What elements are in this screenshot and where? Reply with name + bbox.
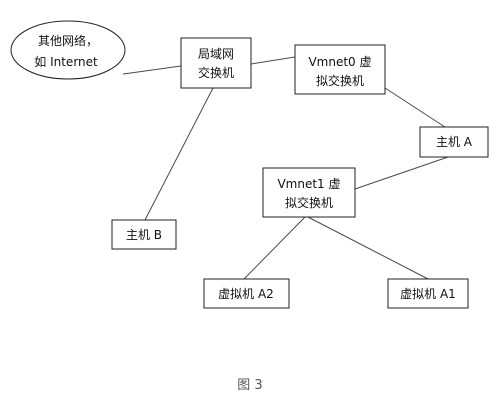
vm-a2-label: 虚拟机 A2 bbox=[218, 287, 274, 301]
host-b-node: 主机 B bbox=[111, 219, 177, 250]
vmnet0-switch-node: Vmnet0 虚 拟交换机 bbox=[294, 44, 386, 95]
lan-switch-node: 局域网 交换机 bbox=[180, 37, 252, 89]
figure-caption: 图 3 bbox=[237, 378, 263, 393]
edge-vmnet1-vm-a1 bbox=[305, 215, 429, 280]
edge-vmnet1-vm-a2 bbox=[243, 215, 307, 280]
vmnet0-switch-label-line2: 拟交换机 bbox=[316, 73, 364, 88]
edge-host-a-vmnet1 bbox=[354, 156, 449, 190]
other-networks-label-line1: 其他网络， bbox=[38, 33, 98, 48]
edge-lan-switch-vmnet0 bbox=[250, 56, 296, 65]
host-a-label: 主机 A bbox=[436, 135, 473, 149]
vm-a1-label: 虚拟机 A1 bbox=[400, 287, 456, 301]
lan-switch-label-line1: 局域网 bbox=[198, 47, 234, 61]
vm-a2-node: 虚拟机 A2 bbox=[203, 278, 290, 309]
host-a-node: 主机 A bbox=[419, 126, 489, 158]
vmnet1-switch-node: Vmnet1 虚 拟交换机 bbox=[262, 167, 356, 218]
other-networks-node: 其他网络， 如 Internet bbox=[10, 20, 126, 80]
edge-internet-lan-switch bbox=[122, 65, 182, 75]
lan-switch-label-line2: 交换机 bbox=[198, 65, 234, 80]
vmnet1-switch-label-line2: 拟交换机 bbox=[285, 195, 333, 210]
vm-a1-node: 虚拟机 A1 bbox=[387, 278, 469, 309]
host-b-label: 主机 B bbox=[126, 228, 162, 242]
vmnet0-switch-label-line1: Vmnet0 虚 bbox=[308, 55, 371, 69]
vmnet1-switch-label-line1: Vmnet1 虚 bbox=[277, 177, 340, 191]
other-networks-label-line2: 如 Internet bbox=[34, 54, 98, 69]
edge-lan-switch-host-b bbox=[144, 87, 214, 221]
edge-vmnet0-host-a bbox=[384, 87, 446, 128]
